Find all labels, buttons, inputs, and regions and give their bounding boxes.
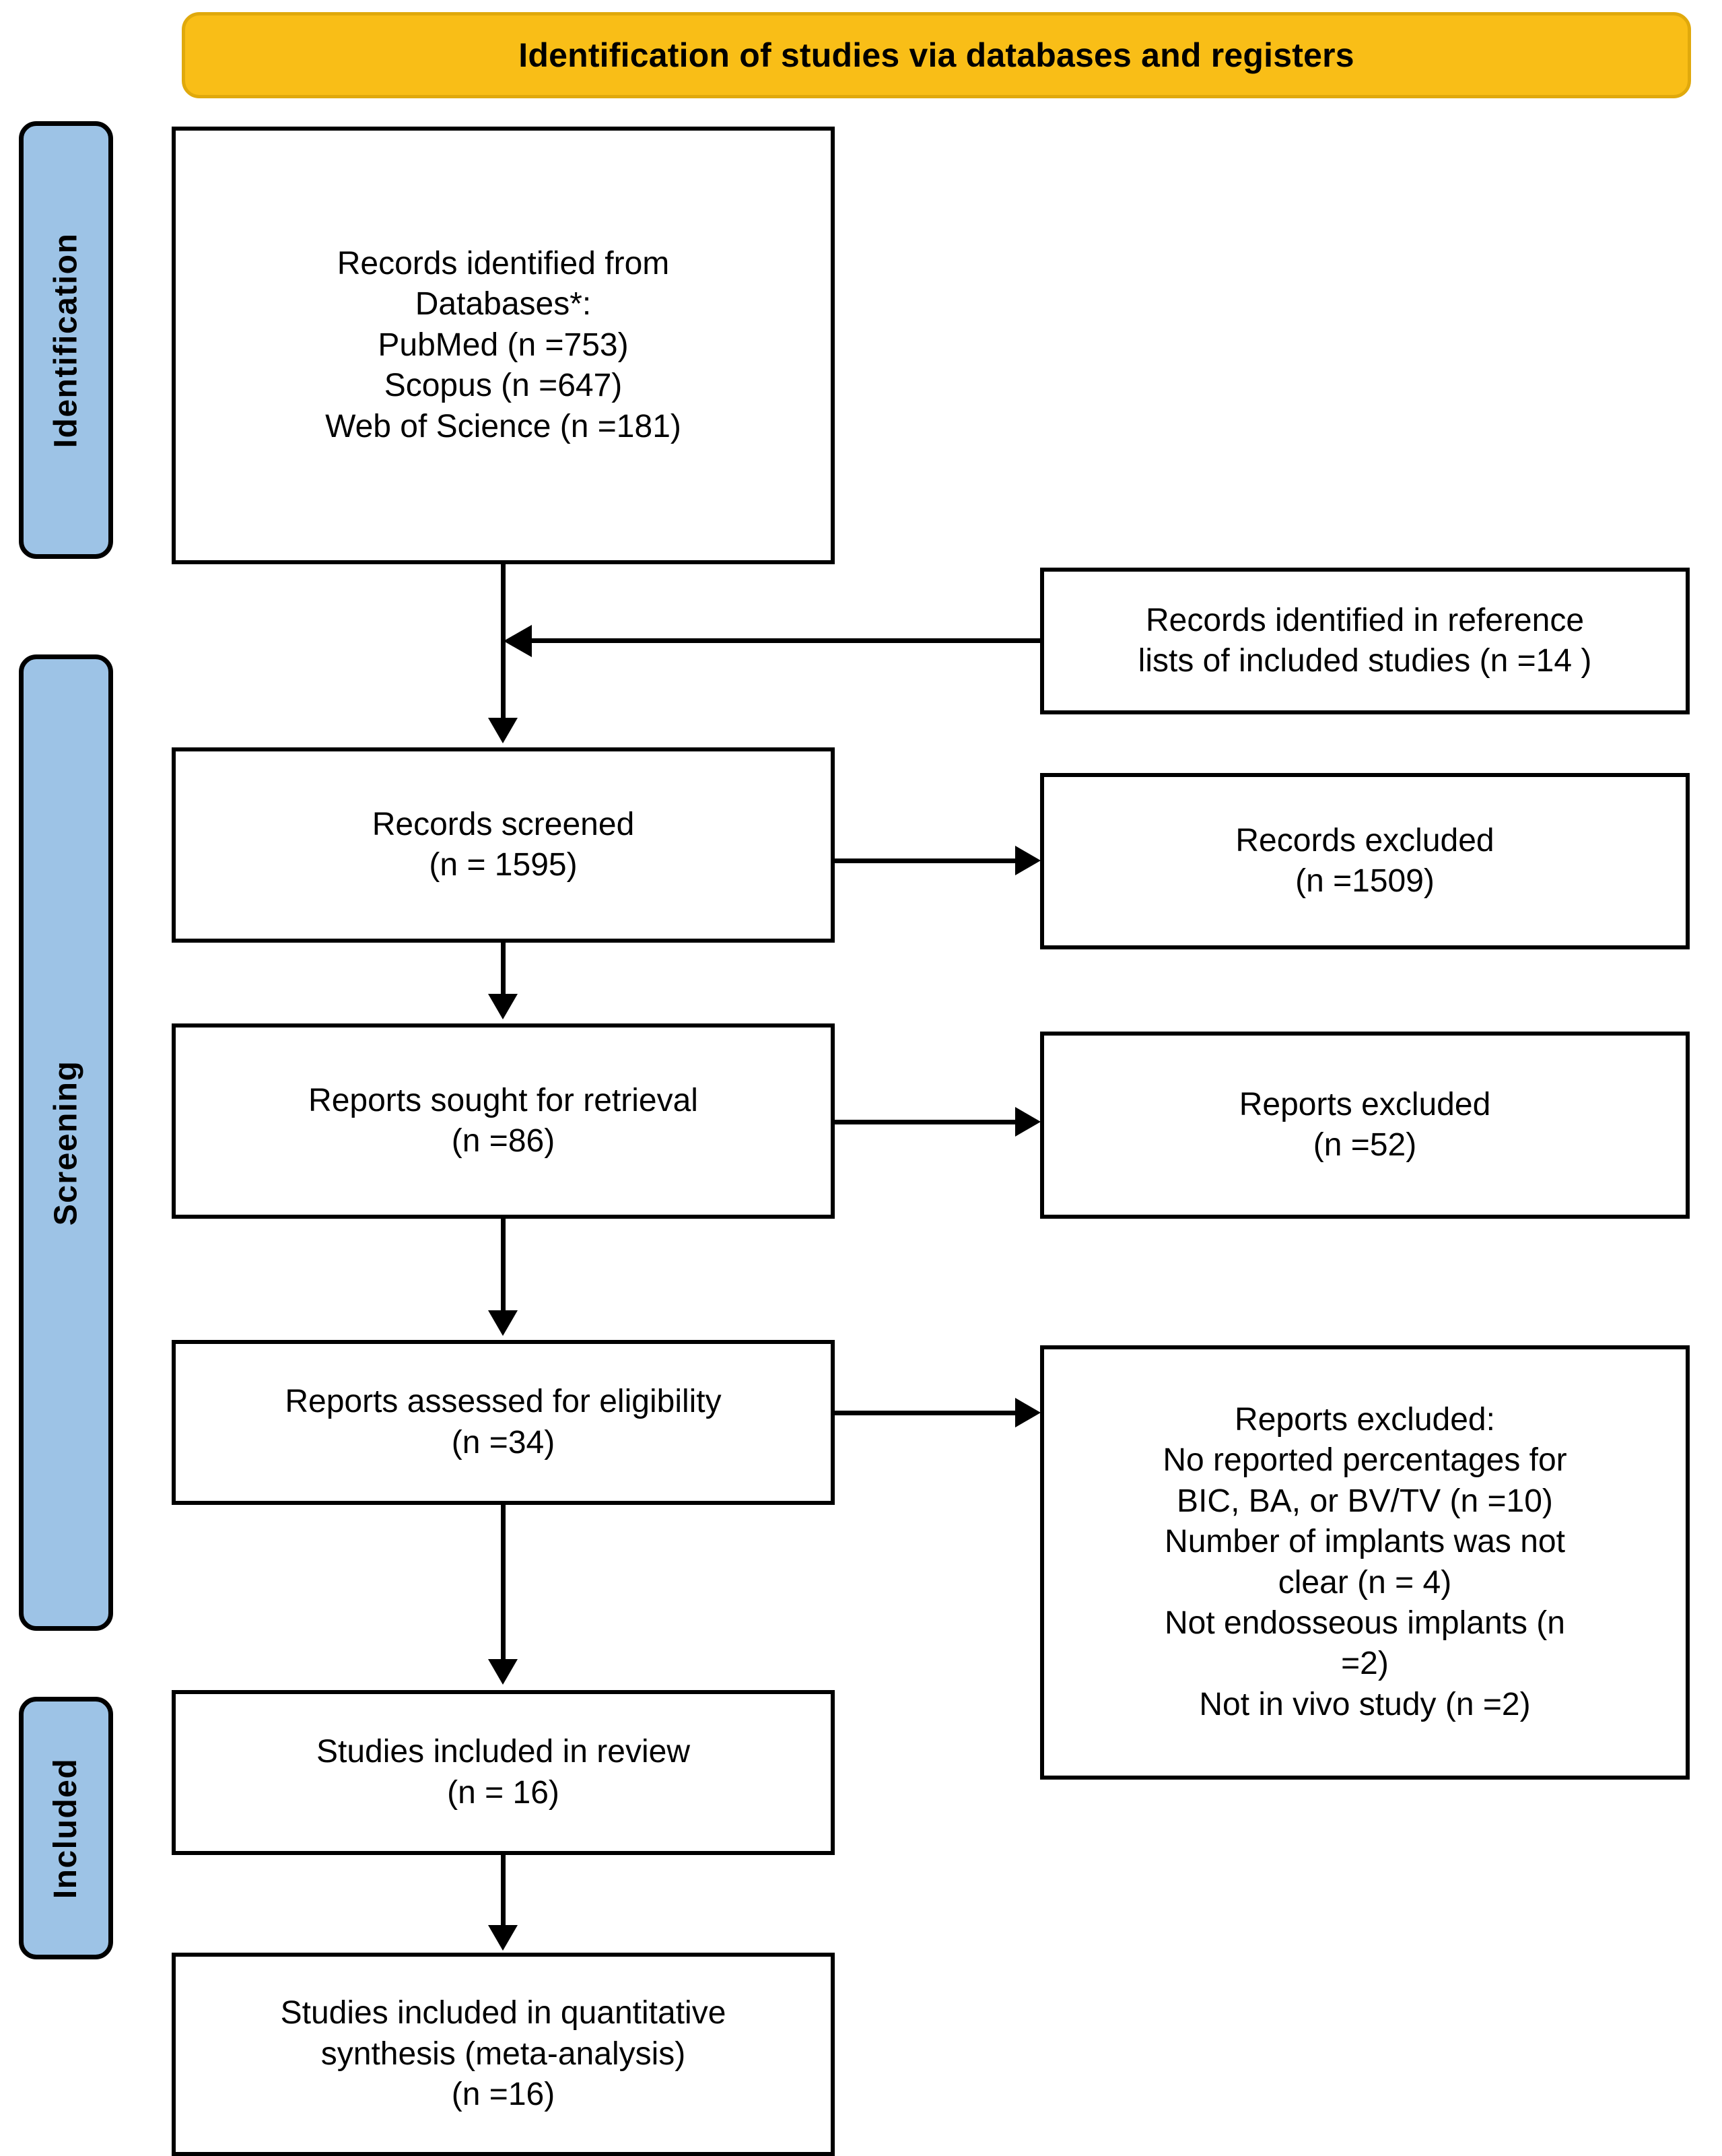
connector-identified-to-screened: [501, 564, 506, 720]
box-studies-included-in-review: Studies included in review (n = 16): [172, 1690, 835, 1855]
arrowhead-sought-to-reports-excluded: [1015, 1107, 1041, 1137]
box-studies-review-text: Studies included in review (n = 16): [316, 1734, 690, 1811]
stage-bar-included: Included: [19, 1697, 113, 1959]
box-reports-excluded: Reports excluded (n =52): [1040, 1032, 1690, 1219]
box-studies-quant-text: Studies included in quantitative synthes…: [280, 1995, 726, 2113]
stage-label-included: Included: [48, 1757, 84, 1899]
box-reports-excluded-detail: Reports excluded: No reported percentage…: [1040, 1345, 1690, 1780]
stage-bar-identification: Identification: [19, 121, 113, 559]
arrowhead-identified-to-screened: [488, 718, 518, 743]
arrowhead-assessed-to-reports-excluded-detail: [1015, 1398, 1041, 1427]
box-reports-sought-for-retrieval: Reports sought for retrieval (n =86): [172, 1023, 835, 1219]
box-records-excluded-text: Records excluded (n =1509): [1235, 822, 1494, 899]
arrowhead-assessed-to-studies-review: [488, 1659, 518, 1685]
stage-label-identification: Identification: [48, 232, 84, 448]
connector-reference-lists-to-flow: [532, 638, 1040, 643]
box-reports-excluded-detail-text: Reports excluded: No reported percentage…: [1163, 1401, 1567, 1722]
arrowhead-screened-to-sought: [488, 994, 518, 1019]
arrowhead-reference-lists-to-flow: [504, 625, 532, 657]
connector-assessed-to-studies-review: [501, 1505, 506, 1663]
box-reports-excluded-text: Reports excluded (n =52): [1239, 1086, 1491, 1163]
connector-screened-to-records-excluded: [835, 858, 1018, 863]
box-reports-assessed-text: Reports assessed for eligibility (n =34): [285, 1384, 722, 1460]
box-studies-included-in-quantitative-synthesis: Studies included in quantitative synthes…: [172, 1953, 835, 2156]
arrowhead-screened-to-records-excluded: [1015, 846, 1041, 875]
connector-screened-to-sought: [501, 943, 506, 998]
diagram-header-banner: Identification of studies via databases …: [182, 12, 1691, 98]
connector-sought-to-reports-excluded: [835, 1120, 1018, 1124]
box-reports-assessed-for-eligibility: Reports assessed for eligibility (n =34): [172, 1340, 835, 1505]
connector-review-to-quantitative: [501, 1855, 506, 1929]
box-reference-lists-text: Records identified in reference lists of…: [1138, 602, 1592, 679]
box-records-excluded: Records excluded (n =1509): [1040, 773, 1690, 949]
box-records-identified: Records identified from Databases*: PubM…: [172, 127, 835, 564]
stage-bar-screening: Screening: [19, 654, 113, 1631]
arrowhead-review-to-quantitative: [488, 1925, 518, 1951]
connector-assessed-to-reports-excluded-detail: [835, 1411, 1018, 1415]
box-records-identified-in-reference-lists: Records identified in reference lists of…: [1040, 568, 1690, 714]
arrowhead-sought-to-assessed: [488, 1310, 518, 1336]
connector-sought-to-assessed: [501, 1219, 506, 1314]
box-records-identified-text: Records identified from Databases*: PubM…: [325, 245, 681, 444]
stage-label-screening: Screening: [48, 1060, 84, 1225]
box-records-screened: Records screened (n = 1595): [172, 747, 835, 943]
box-records-screened-text: Records screened (n = 1595): [372, 806, 635, 883]
box-reports-sought-text: Reports sought for retrieval (n =86): [308, 1082, 698, 1159]
diagram-title: Identification of studies via databases …: [518, 36, 1354, 74]
